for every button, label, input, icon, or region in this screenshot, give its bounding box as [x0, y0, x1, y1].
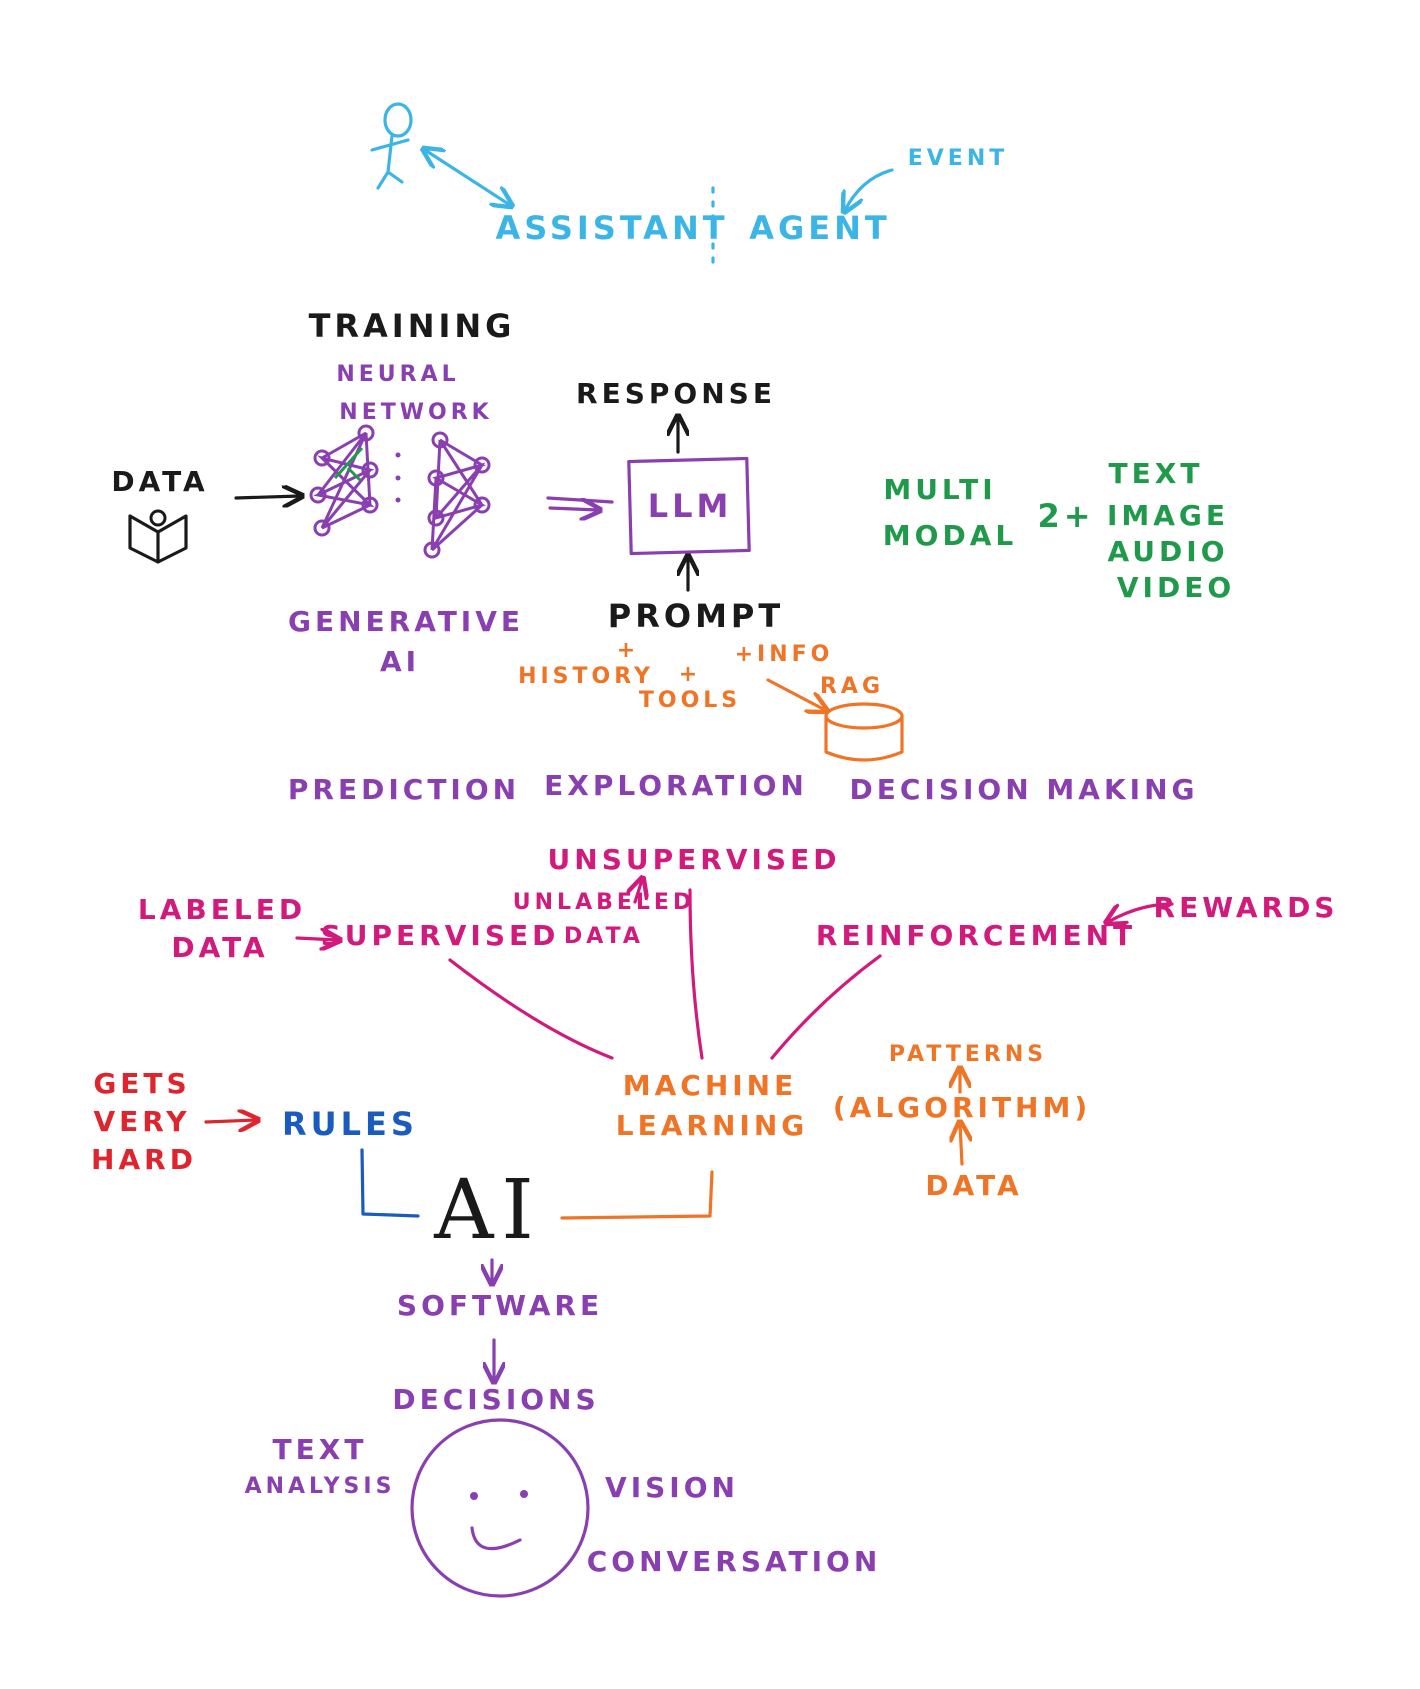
mode-text: TEXT — [1108, 457, 1204, 490]
neural-label: NEURAL — [336, 362, 460, 387]
generative-ai-label: AI — [379, 645, 421, 678]
data-to-nn-arrow — [234, 496, 300, 498]
llm-label: LLM — [647, 487, 733, 525]
unlabeled-label: UNLABELED — [512, 890, 696, 915]
mode-audio: AUDIO — [1107, 535, 1229, 568]
patterns-data-label: DATA — [925, 1169, 1023, 1202]
algorithm-label: (ALGORITHM) — [832, 1091, 1092, 1124]
event-label: EVENT — [907, 146, 1009, 171]
response-label: RESPONSE — [576, 377, 776, 410]
rules-to-ai-line — [360, 1148, 420, 1218]
use-prediction: PREDICTION — [287, 773, 521, 806]
supervised-branch — [448, 958, 614, 1060]
reinforcement-label: REINFORCEMENT — [815, 919, 1137, 952]
unlabeled-data-label: DATA — [564, 924, 644, 949]
prompt-label: PROMPT — [607, 597, 785, 635]
very-label: VERY — [93, 1105, 191, 1138]
generative-label: GENERATIVE — [287, 605, 525, 638]
info-to-rag-arrow — [766, 678, 825, 710]
use-decision-making: DECISION MAKING — [849, 773, 1199, 806]
assistant-label: ASSISTANT — [495, 209, 729, 247]
history-label: HISTORY — [518, 664, 654, 689]
network-label: NETWORK — [339, 400, 493, 425]
unsupervised-branch — [688, 888, 704, 1060]
mode-video: VIDEO — [1116, 571, 1236, 604]
labeled-to-supervised-arrow — [295, 938, 338, 940]
mode-image: IMAGE — [1106, 499, 1230, 532]
history-plus: + — [616, 638, 640, 663]
unsupervised-label: UNSUPERVISED — [547, 843, 841, 876]
hard-label: HARD — [91, 1143, 197, 1176]
gets-label: GETS — [93, 1067, 191, 1100]
labeled-label: LABELED — [137, 893, 307, 926]
conversation-label: CONVERSATION — [586, 1545, 882, 1578]
rewards-to-reinforcement-arrow — [1108, 902, 1174, 922]
labeled-data-label: DATA — [171, 931, 269, 964]
database-icon — [824, 702, 904, 762]
training-label: TRAINING — [308, 307, 516, 345]
tools-label: TOOLS — [638, 688, 742, 713]
rewards-label: REWARDS — [1153, 891, 1339, 924]
text-label: TEXT — [272, 1433, 368, 1466]
vision-label: VISION — [605, 1471, 739, 1504]
smiley-face-icon — [410, 1418, 590, 1598]
llm-box — [627, 456, 751, 556]
modal-label: MODAL — [882, 519, 1018, 552]
rag-label: RAG — [819, 674, 885, 699]
supervised-label: SUPERVISED — [320, 919, 560, 952]
tools-plus: + — [678, 662, 702, 687]
rules-label: RULES — [282, 1105, 418, 1143]
learning-label: LEARNING — [615, 1109, 809, 1142]
unlabeled-to-unsupervised-arrow — [635, 880, 642, 904]
book-icon — [128, 509, 188, 564]
software-label: SOFTWARE — [396, 1289, 604, 1322]
machine-label: MACHINE — [622, 1069, 798, 1102]
decisions-label: DECISIONS — [392, 1383, 600, 1416]
data-to-algorithm-arrow — [960, 1124, 962, 1166]
reinforcement-branch — [770, 954, 882, 1060]
analysis-label: ANALYSIS — [244, 1474, 396, 1499]
ai-title: AI — [434, 1163, 542, 1258]
use-exploration: EXPLORATION — [544, 769, 808, 802]
nn-to-llm-arrow — [546, 498, 612, 510]
info-label: +INFO — [734, 642, 834, 667]
event-arrow — [845, 168, 894, 210]
multi-label: MULTI — [883, 473, 997, 506]
user-assistant-arrow — [425, 150, 510, 205]
data-label: DATA — [111, 465, 209, 498]
neural-network-icon — [309, 424, 491, 559]
person-icon — [370, 102, 413, 190]
ml-to-ai-line — [560, 1170, 714, 1220]
gets-very-hard-arrow — [204, 1120, 256, 1122]
patterns-label: PATTERNS — [888, 1042, 1048, 1067]
agent-label: AGENT — [749, 209, 891, 247]
multimodal-count: 2+ — [1037, 497, 1095, 535]
